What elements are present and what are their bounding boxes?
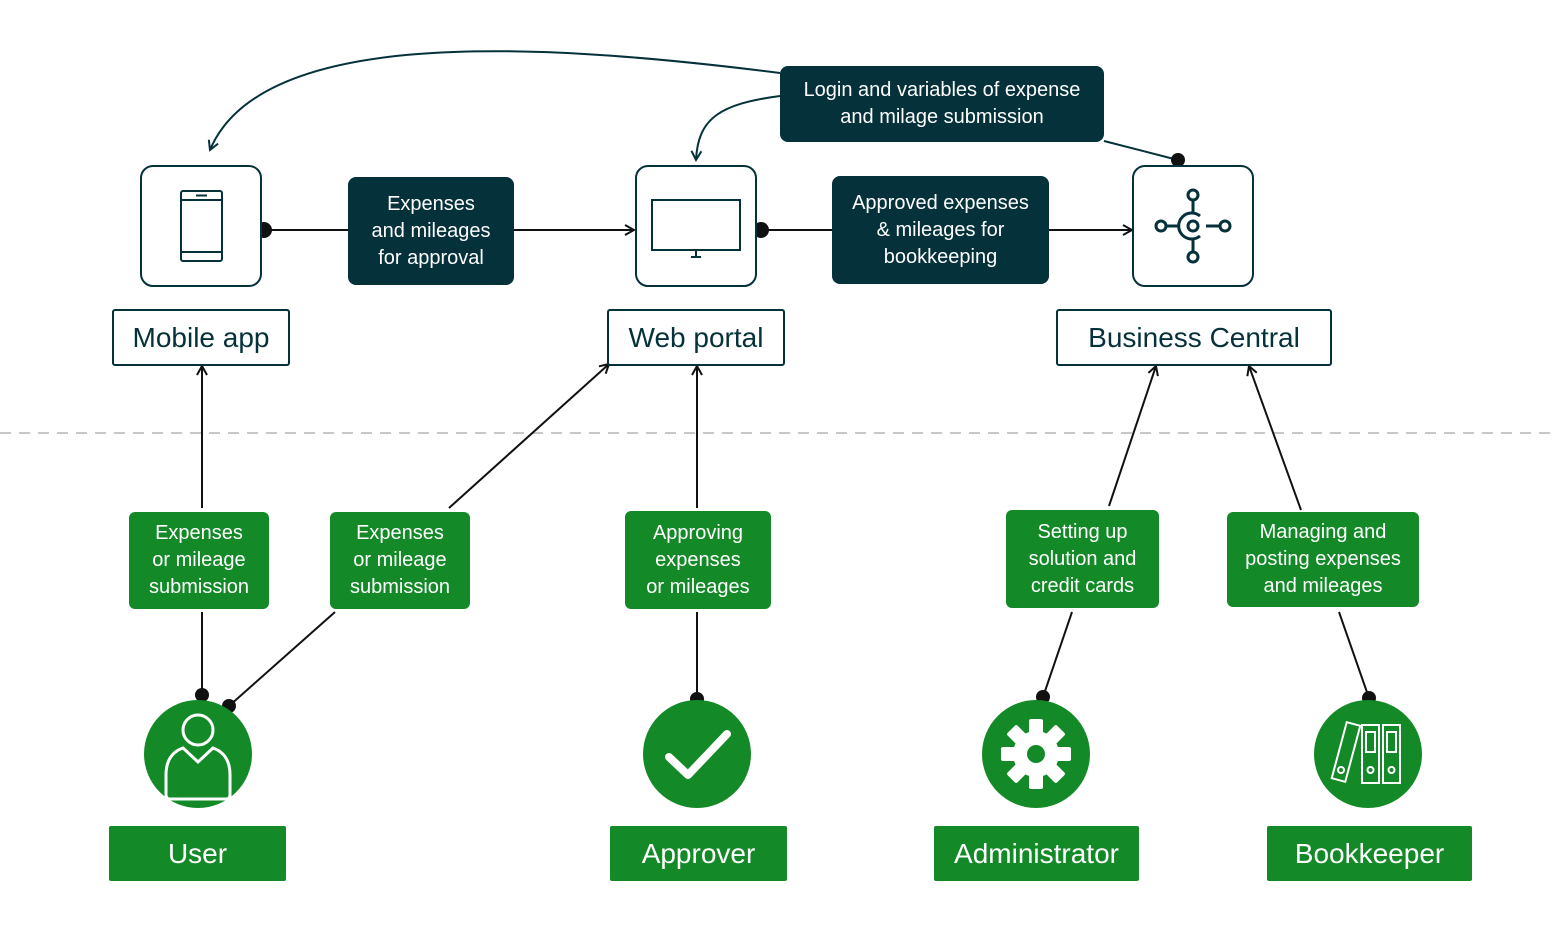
role-label-approver: Approver <box>610 826 787 881</box>
user-node <box>144 700 252 808</box>
administrator-node <box>982 700 1090 808</box>
action-label-user-mobile-submission: Expenses or mileage submission <box>129 512 269 609</box>
connector-dot <box>195 688 209 702</box>
connector-dot <box>1171 153 1185 167</box>
monitor-icon <box>651 199 741 258</box>
system-label-business-central: Business Central <box>1056 309 1332 366</box>
connector-bookkeeper-to-bc <box>1338 611 1370 699</box>
connector-admin-to-bc <box>1042 611 1073 698</box>
smartphone-icon <box>180 190 223 262</box>
flow-label-expenses-for-approval: Expenses and mileages for approval <box>348 177 514 285</box>
role-label-user: User <box>109 826 286 881</box>
bookkeeper-node <box>1314 700 1422 808</box>
flow-label-approved-for-bookkeeping: Approved expenses & mileages for bookkee… <box>832 176 1049 284</box>
connector-login-to-web <box>696 95 781 160</box>
checkmark-icon <box>665 730 731 779</box>
business-central-hub-icon <box>1154 188 1232 264</box>
approver-node <box>643 700 751 808</box>
role-label-administrator: Administrator <box>934 826 1139 881</box>
business-central-node <box>1132 165 1254 287</box>
action-label-user-web-submission: Expenses or mileage submission <box>330 512 470 609</box>
flow-label-login-variables: Login and variables of expense and milag… <box>780 66 1104 142</box>
user-icon <box>164 713 232 801</box>
system-label-web-portal: Web portal <box>607 309 785 366</box>
action-label-managing-posting: Managing and posting expenses and mileag… <box>1227 512 1419 607</box>
connector-user-to-web <box>448 364 609 509</box>
gear-icon <box>1001 719 1071 789</box>
mobile-app-node <box>140 165 262 287</box>
connector-admin-to-bc <box>1108 366 1156 507</box>
binders-icon <box>1330 720 1401 784</box>
system-label-mobile-app: Mobile app <box>112 309 290 366</box>
connector-user-to-web <box>228 611 336 707</box>
connector-login-to-bc <box>1103 140 1179 161</box>
action-label-setting-up: Setting up solution and credit cards <box>1006 510 1159 608</box>
web-portal-node <box>635 165 757 287</box>
role-label-bookkeeper: Bookkeeper <box>1267 826 1472 881</box>
action-label-approving: Approving expenses or mileages <box>625 511 771 609</box>
connector-bookkeeper-to-bc <box>1249 366 1302 511</box>
connector-login-to-mobile <box>210 50 781 150</box>
